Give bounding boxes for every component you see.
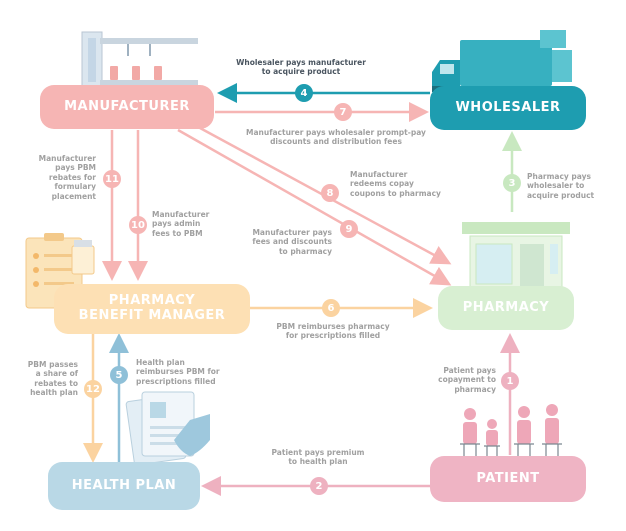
flow-number-4: 4 xyxy=(295,84,313,102)
pbm-label-line2: BENEFIT MANAGER xyxy=(78,308,226,323)
flow-number-8: 8 xyxy=(321,184,339,202)
flow-number-2: 2 xyxy=(310,477,328,495)
wholesaler-node: WHOLESALER xyxy=(430,86,586,130)
flow-number-3: 3 xyxy=(503,174,521,192)
storefront-illustration xyxy=(462,222,570,297)
wholesaler-label: WHOLESALER xyxy=(455,99,561,115)
health-plan-node: HEALTH PLAN xyxy=(48,462,200,510)
patients-illustration xyxy=(460,404,562,462)
flow-number-6: 6 xyxy=(322,299,340,317)
clipboard-illustration xyxy=(25,233,95,309)
manufacturer-node: MANUFACTURER xyxy=(40,85,214,129)
arrow-9 xyxy=(177,128,452,286)
pbm-label-line1: PHARMACY xyxy=(108,293,196,309)
flow-number-1: 1 xyxy=(501,372,519,390)
flow-number-9: 9 xyxy=(340,220,358,238)
flow-number-12: 12 xyxy=(84,380,102,398)
pharmacy-node: PHARMACY xyxy=(438,286,574,330)
flow-number-5: 5 xyxy=(110,366,128,384)
manufacturer-label: MANUFACTURER xyxy=(64,98,190,114)
pharmacy-label: PHARMACY xyxy=(462,299,550,315)
flow-number-11: 11 xyxy=(103,170,121,188)
patient-node: PATIENT xyxy=(430,456,586,502)
flow-number-7: 7 xyxy=(334,103,352,121)
health-plan-label: HEALTH PLAN xyxy=(71,477,177,493)
pbm-node: PHARMACY BENEFIT MANAGER xyxy=(54,284,250,334)
document-illustration xyxy=(125,391,210,466)
flow-number-10: 10 xyxy=(129,216,147,234)
patient-label: PATIENT xyxy=(476,470,540,486)
factory-illustration xyxy=(81,31,198,89)
